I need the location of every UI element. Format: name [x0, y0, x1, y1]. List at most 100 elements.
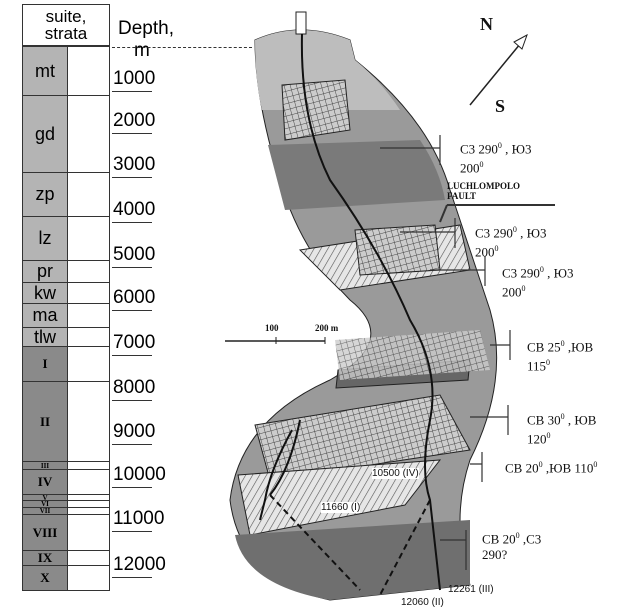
layer-name: ma [23, 304, 68, 327]
depth-tick [112, 355, 152, 356]
lithology-pattern [68, 470, 109, 494]
azimuth-2: 200 [475, 244, 495, 260]
lithology-pattern [68, 173, 109, 216]
depth-tick [112, 577, 152, 578]
compass-north: N [480, 14, 493, 34]
scale-label-200: 200 m [315, 323, 339, 333]
lithology-pattern [68, 382, 109, 461]
fault-label-line1: LUCHLOMPOLO [447, 181, 521, 191]
azimuth-2-prefix: ,ЮВ [567, 339, 594, 355]
borehole-I [269, 419, 301, 496]
depth-label: 6000 [113, 287, 156, 308]
layer-name: I [23, 347, 68, 381]
fault-label-line2: FAULT [447, 191, 477, 201]
layer-mt: mt [22, 46, 110, 96]
layer-name: VIII [23, 515, 68, 550]
depth-tick [112, 400, 152, 401]
depth-tick [112, 222, 152, 223]
layer-zp: zp [22, 172, 110, 217]
azimuth-1: CB 20 [482, 531, 516, 547]
depth-tick [112, 444, 152, 445]
layer-ii: II [22, 381, 110, 462]
azimuth-2: 200 [460, 160, 480, 176]
azimuth-2: 290? [482, 547, 508, 563]
layer-name: mt [23, 47, 68, 95]
depth-label: 4000 [113, 199, 156, 220]
depth-header: Depth, [118, 18, 174, 39]
layer-ix: IX [22, 550, 110, 566]
azimuth-2-prefix: , Ю3 [547, 265, 574, 281]
depth-label: 12000 [113, 554, 166, 575]
lithology-pattern [68, 96, 109, 172]
layer-name: V [23, 494, 68, 502]
layer-name: lz [23, 217, 68, 260]
lithology-pattern [68, 47, 109, 95]
layer-lz: lz [22, 216, 110, 261]
lithology-pattern [68, 462, 109, 469]
layer-name: X [23, 566, 68, 590]
azimuth-1: CB 30 [527, 412, 561, 428]
scale-bar [225, 337, 326, 344]
layer-name: III [23, 462, 68, 470]
lithology-pattern [68, 304, 109, 327]
depth-label: 11000 [113, 508, 165, 529]
lithology-pattern [68, 261, 109, 282]
azimuth-1: C3 290 [460, 141, 498, 157]
azimuth-1: C3 290 [475, 225, 513, 241]
azimuth-2-prefix: ,ЮВ 110 [545, 460, 594, 476]
azimuth-2: 120 [527, 431, 547, 447]
lithology-pattern [68, 217, 109, 260]
borehole-label-II: 12060 (II) [401, 597, 444, 608]
depth-unit: m [134, 40, 150, 61]
lithology-pattern [68, 283, 109, 303]
lithology-pattern [68, 328, 109, 346]
layer-name: VII [23, 507, 68, 515]
annotation-leaders [380, 135, 555, 570]
azimuth-1: CB 25 [527, 339, 561, 355]
depth-label: 7000 [113, 332, 156, 353]
layer-name: II [23, 382, 68, 461]
azimuth-2-prefix: , Ю3 [520, 225, 547, 241]
azimuth-1: C3 290 [502, 265, 540, 281]
azimuth-2: 200 [502, 284, 522, 300]
depth-label: 8000 [113, 377, 156, 398]
lithology-pattern [68, 551, 109, 565]
depth-label: 1000 [113, 68, 156, 89]
borehole-label-III: 12261 (III) [448, 584, 494, 595]
depth-tick [112, 531, 152, 532]
borehole-label-I: 11660 (I) [321, 502, 361, 513]
column-header: suite, strata [22, 4, 110, 46]
surface-line [112, 47, 252, 48]
depth-label: 5000 [113, 244, 156, 265]
depth-tick [112, 487, 152, 488]
layer-gd: gd [22, 95, 110, 173]
scale-label-100: 100 [265, 323, 279, 333]
lithology-pattern [68, 501, 109, 507]
layer-name: IX [23, 550, 68, 565]
borehole-II [259, 429, 293, 521]
layer-tlw: tlw [22, 327, 110, 347]
azimuth-2-prefix: ,C3 [522, 531, 542, 547]
borehole-main [300, 33, 441, 591]
azimuth-2-prefix: , ЮВ [567, 412, 597, 428]
layer-name: kw [23, 283, 68, 303]
borehole-label-IV: 10500 (IV) [372, 468, 419, 479]
lithology-pattern [68, 495, 109, 500]
compass-south: S [495, 96, 506, 116]
orientation-annotation: CB 200 ,ЮВ 1100 [505, 460, 598, 476]
drill-rig-icon [295, 11, 307, 35]
layer-name: pr [23, 261, 68, 282]
lithology-pattern [68, 515, 109, 550]
azimuth-2-prefix: , Ю3 [505, 141, 532, 157]
compass [469, 33, 528, 106]
depth-tick [112, 267, 152, 268]
layer-iv: IV [22, 469, 110, 495]
depth-tick [112, 310, 152, 311]
lithology-pattern [68, 347, 109, 381]
layer-x: X [22, 565, 110, 591]
layer-name: tlw [23, 327, 68, 347]
